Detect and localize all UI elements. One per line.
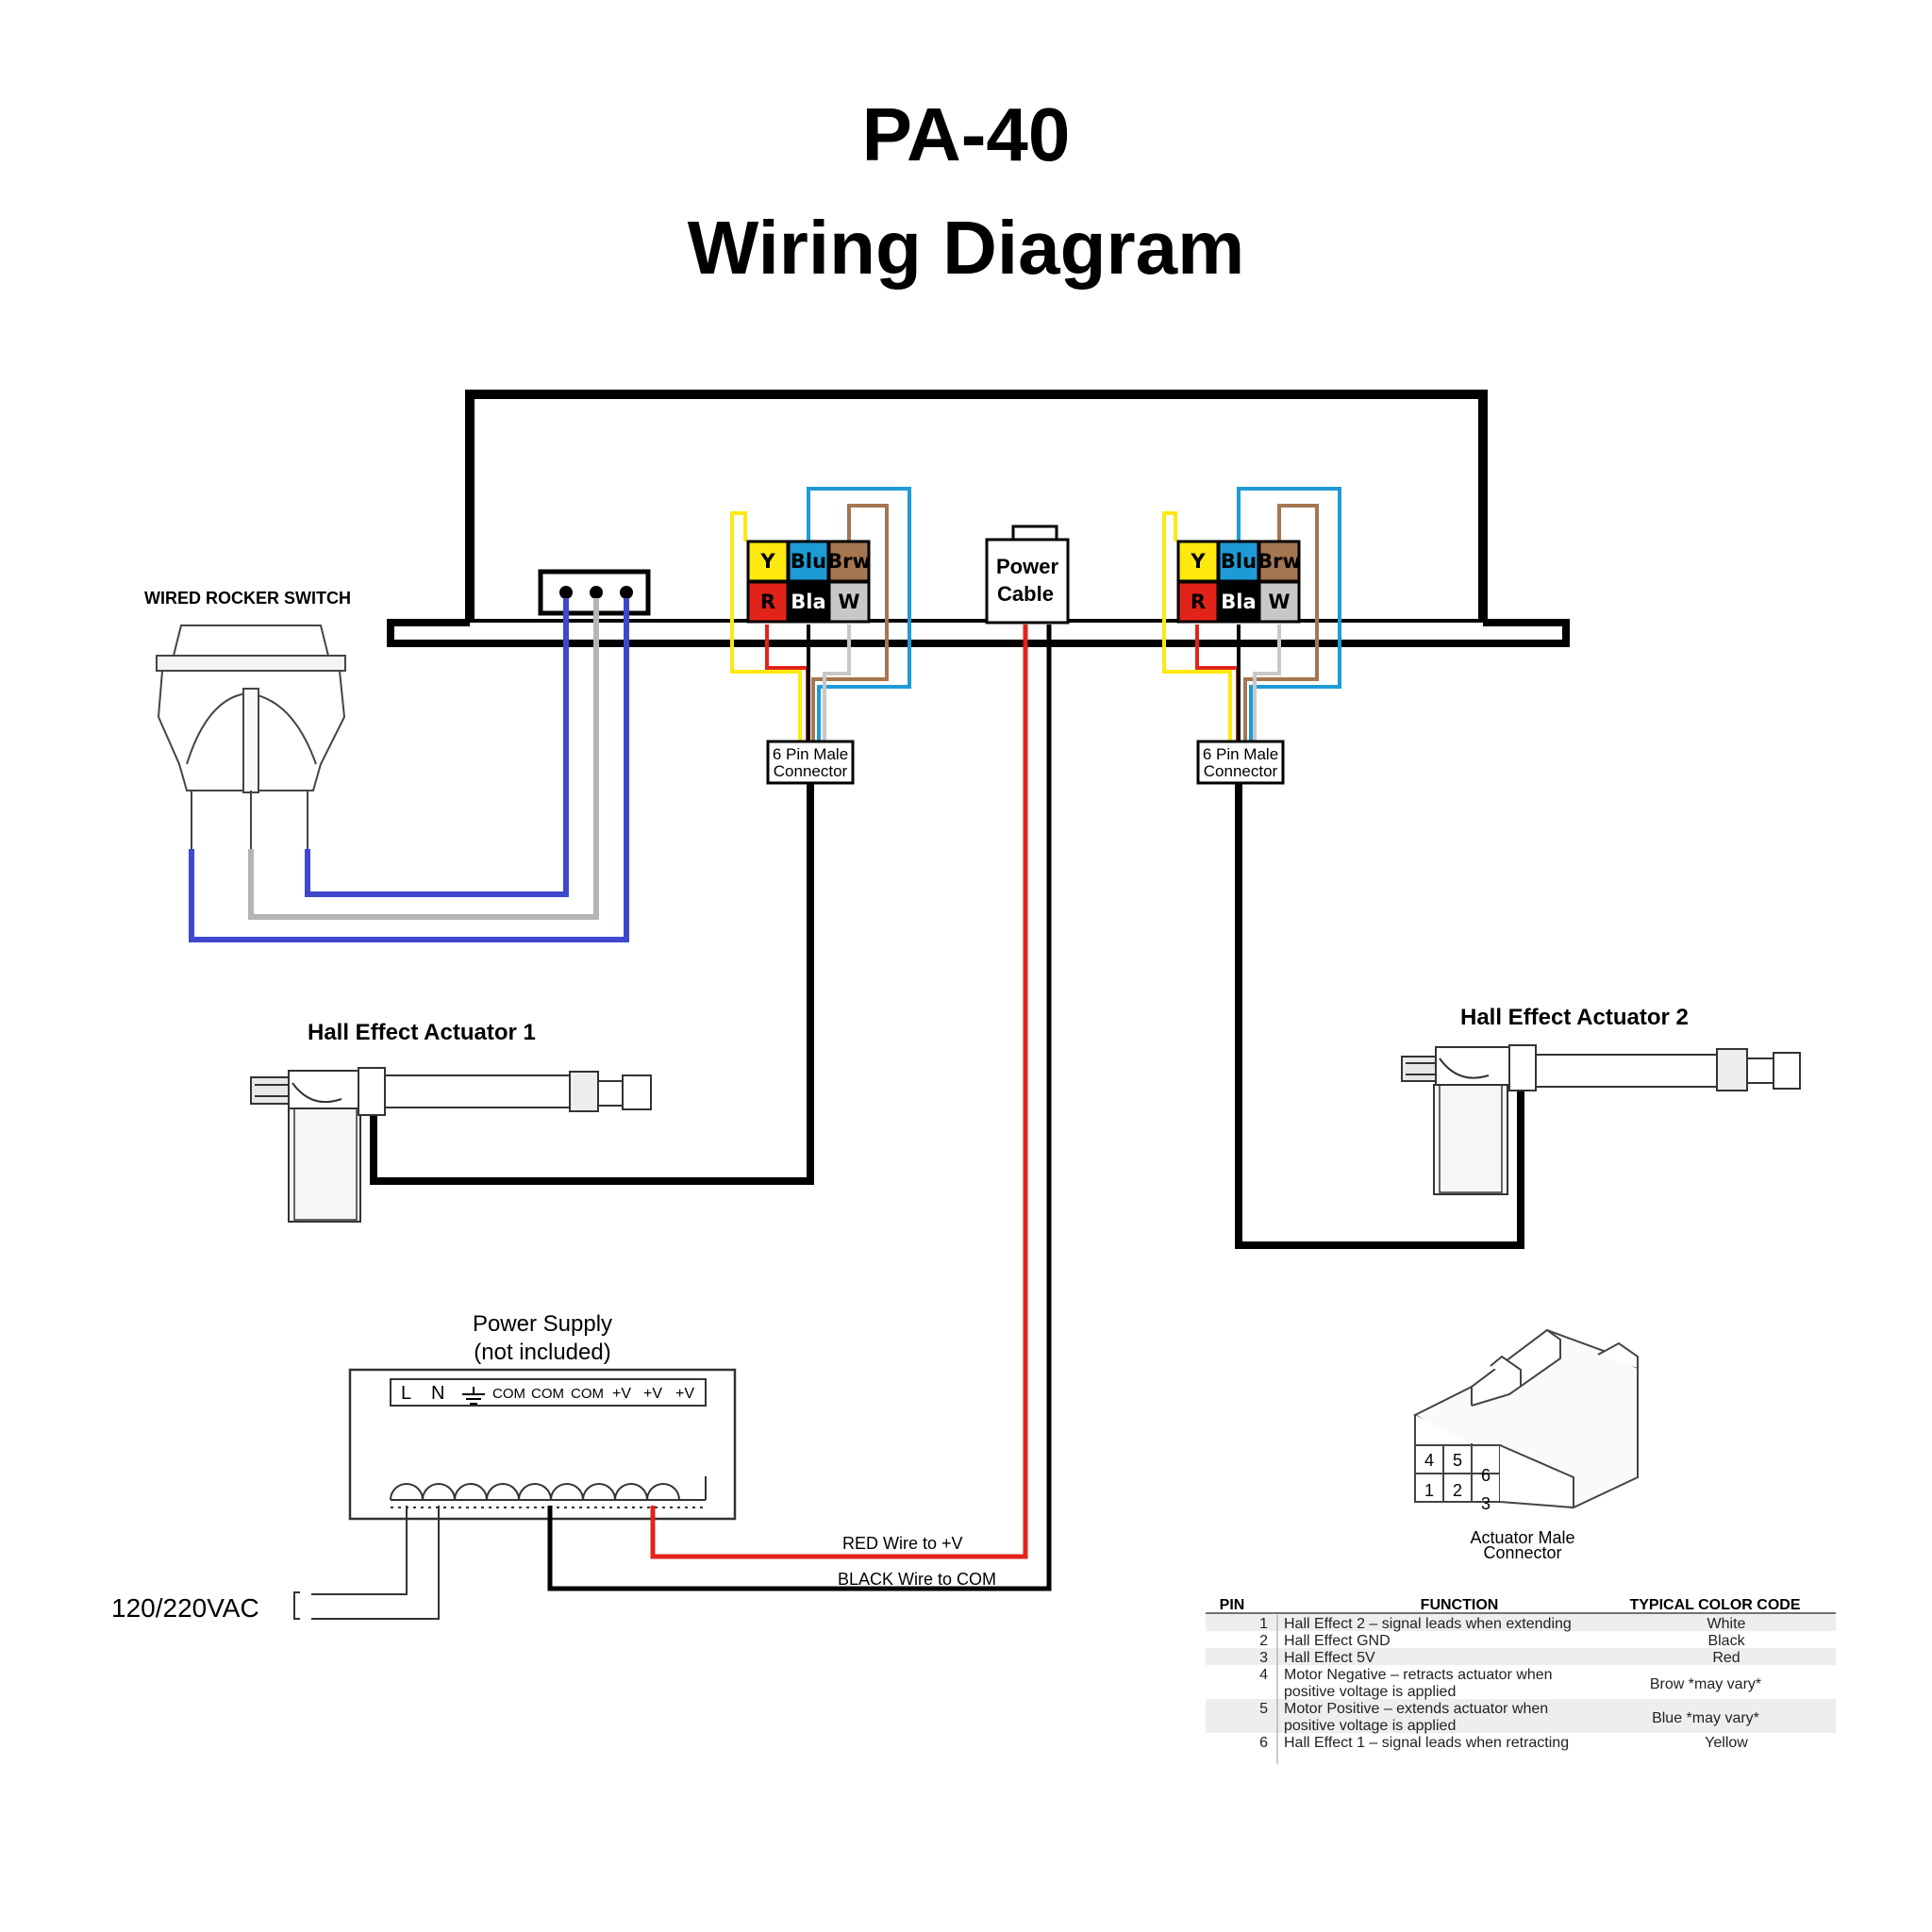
terminal-v-1: +V xyxy=(612,1386,631,1402)
conn2-pin-brw: Brw xyxy=(1257,550,1301,573)
pin-1: 1 xyxy=(1424,1481,1434,1500)
rocker-switch xyxy=(156,625,346,854)
terminal-com-2: COM xyxy=(531,1386,564,1402)
table-row: 2 Hall Effect GND Black xyxy=(1259,1633,1745,1649)
row3-color: Red xyxy=(1712,1650,1740,1666)
row4-pin: 4 xyxy=(1259,1667,1268,1683)
row4-function: Motor Negative – retracts actuator when xyxy=(1284,1667,1553,1683)
control-box xyxy=(387,390,1570,647)
ac-input-label: 120/220VAC xyxy=(111,1593,259,1623)
row4-function-cont: positive voltage is applied xyxy=(1284,1684,1456,1700)
connector-2: Y Blu Brw R Bla W 6 Pin Male Connector xyxy=(1162,487,1341,785)
table-row: 6 Hall Effect 1 – signal leads when retr… xyxy=(1259,1735,1748,1751)
row2-function: Hall Effect GND xyxy=(1284,1633,1391,1649)
conn2-pin-r: R xyxy=(1191,591,1206,613)
ground-icon xyxy=(462,1387,485,1405)
table-row: 5 Motor Positive – extends actuator when… xyxy=(1259,1701,1759,1734)
terminal-n: N xyxy=(431,1383,444,1404)
conn1-pin-brw: Brw xyxy=(827,550,871,573)
table-row: 1 Hall Effect 2 – signal leads when exte… xyxy=(1259,1616,1745,1632)
red-wire-label: RED Wire to +V xyxy=(842,1534,963,1553)
actuator-1 xyxy=(250,1067,652,1223)
conn2-pin-blu: Blu xyxy=(1221,550,1257,573)
pin-4: 4 xyxy=(1424,1451,1434,1470)
power-supply: L N COM COM COM +V +V +V xyxy=(348,1368,737,1521)
power-cable-label-line1: Power xyxy=(996,555,1058,578)
row2-pin: 2 xyxy=(1259,1633,1268,1649)
conn2-pin-y: Y xyxy=(1190,550,1206,573)
row3-pin: 3 xyxy=(1259,1650,1268,1666)
conn1-label-line1: 6 Pin Male xyxy=(773,745,848,763)
actuator-2-cable xyxy=(1235,783,1524,1249)
conn2-label-line1: 6 Pin Male xyxy=(1203,745,1278,763)
table-header-function: FUNCTION xyxy=(1421,1597,1499,1613)
terminal-v-3: +V xyxy=(675,1386,694,1402)
male-connector-label-line2: Connector xyxy=(1483,1543,1561,1562)
terminal-com-1: COM xyxy=(492,1386,525,1402)
male-connector-pin-numbers: 1 2 3 4 5 6 xyxy=(1424,1451,1491,1513)
conn1-pin-r: R xyxy=(760,591,775,613)
row1-pin: 1 xyxy=(1259,1616,1268,1632)
table-header-pin: PIN xyxy=(1220,1597,1245,1613)
actuator-male-connector xyxy=(1412,1328,1639,1509)
terminal-com-3: COM xyxy=(571,1386,604,1402)
conn1-label-line2: Connector xyxy=(774,762,848,780)
row2-color: Black xyxy=(1707,1633,1745,1649)
switch-wires xyxy=(189,598,629,942)
power-supply-subtitle: (not included) xyxy=(474,1340,610,1365)
row6-function: Hall Effect 1 – signal leads when retrac… xyxy=(1284,1735,1569,1751)
title-model: PA-40 xyxy=(862,92,1071,176)
pin-5: 5 xyxy=(1453,1451,1462,1470)
row6-color: Yellow xyxy=(1705,1735,1748,1751)
row4-color: Brow *may vary* xyxy=(1650,1676,1761,1692)
row6-pin: 6 xyxy=(1259,1735,1268,1751)
conn1-pin-y: Y xyxy=(759,550,775,573)
table-header-color: TYPICAL COLOR CODE xyxy=(1629,1597,1800,1613)
row5-function: Motor Positive – extends actuator when xyxy=(1284,1701,1548,1717)
power-supply-title: Power Supply xyxy=(473,1311,612,1337)
terminal-v-2: +V xyxy=(643,1386,662,1402)
connector-1: Y Blu Brw R Bla W 6 Pin Male Connector xyxy=(730,487,911,785)
black-power-wire xyxy=(547,625,1052,1591)
conn2-pin-w: W xyxy=(1268,591,1290,613)
actuator-2 xyxy=(1401,1044,1801,1195)
conn2-label-line2: Connector xyxy=(1204,762,1278,780)
conn1-pin-w: W xyxy=(838,591,859,613)
conn1-pin-bla: Bla xyxy=(791,591,825,613)
title-diagram: Wiring Diagram xyxy=(688,206,1244,290)
black-wire-label: BLACK Wire to COM xyxy=(838,1570,996,1589)
actuator-1-label: Hall Effect Actuator 1 xyxy=(308,1020,536,1045)
ac-input-wires xyxy=(293,1506,440,1620)
pin-2: 2 xyxy=(1453,1481,1462,1500)
power-cable-label-line2: Cable xyxy=(997,582,1054,606)
pin-3: 3 xyxy=(1481,1494,1491,1513)
terminal-l: L xyxy=(401,1383,411,1404)
row1-color: White xyxy=(1707,1616,1746,1632)
rocker-switch-label: WIRED ROCKER SWITCH xyxy=(144,589,351,608)
pin-table: PIN FUNCTION TYPICAL COLOR CODE 1 Hall E… xyxy=(1206,1597,1836,1764)
actuator-2-label: Hall Effect Actuator 2 xyxy=(1460,1005,1689,1030)
row3-function: Hall Effect 5V xyxy=(1284,1650,1375,1666)
actuator-1-cable xyxy=(370,783,814,1185)
pin-6: 6 xyxy=(1481,1466,1491,1485)
red-power-wire xyxy=(650,625,1028,1559)
conn2-pin-bla: Bla xyxy=(1221,591,1256,613)
row5-function-cont: positive voltage is applied xyxy=(1284,1718,1456,1734)
row5-color: Blue *may vary* xyxy=(1652,1710,1759,1726)
row1-function: Hall Effect 2 – signal leads when extend… xyxy=(1284,1616,1572,1632)
male-connector-label-line1: Actuator Male xyxy=(1470,1528,1574,1547)
power-cable-port: Power Cable xyxy=(985,525,1070,625)
conn1-pin-blu: Blu xyxy=(791,550,826,573)
row5-pin: 5 xyxy=(1259,1701,1268,1717)
table-row: 3 Hall Effect 5V Red xyxy=(1259,1650,1740,1666)
table-row: 4 Motor Negative – retracts actuator whe… xyxy=(1259,1667,1761,1700)
